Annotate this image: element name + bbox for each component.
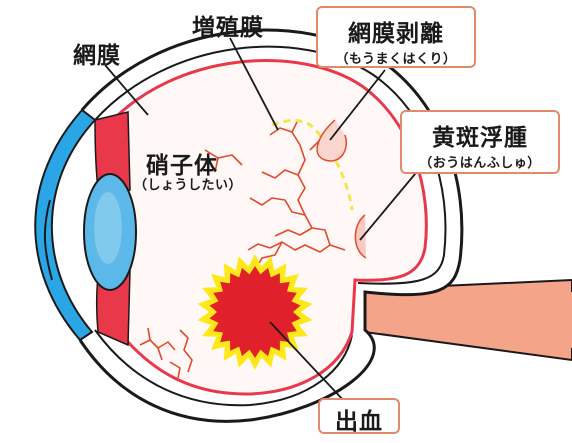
detachment-label: 網膜剥離 — [348, 21, 444, 47]
macular-bump — [354, 214, 367, 259]
vitreous-reading: （しょうしたい） — [134, 178, 243, 193]
hemorrhage-core — [209, 266, 301, 358]
hemorrhage-box: 出血 — [318, 398, 400, 435]
retina-label: 網膜 — [73, 43, 121, 69]
detachment-box: 網膜剥離 （もうまくはくり） — [316, 6, 476, 68]
macular-edema-box: 黄斑浮腫 （おうはんふしゅ） — [400, 110, 560, 174]
macular-edema-label: 黄斑浮腫 — [432, 125, 528, 151]
cornea — [34, 108, 97, 342]
hemorrhage — [197, 254, 313, 370]
proliferative-membrane-label: 増殖膜 — [192, 15, 264, 41]
macular-edema-reading: （おうはんふしゅ） — [419, 156, 541, 171]
hemorrhage-label: 出血 — [335, 409, 383, 435]
detachment-reading: （もうまくはくり） — [335, 52, 457, 67]
vitreous-label: 硝子体 — [146, 153, 218, 179]
leader-lines — [104, 37, 421, 403]
detachment-fold — [316, 119, 347, 162]
